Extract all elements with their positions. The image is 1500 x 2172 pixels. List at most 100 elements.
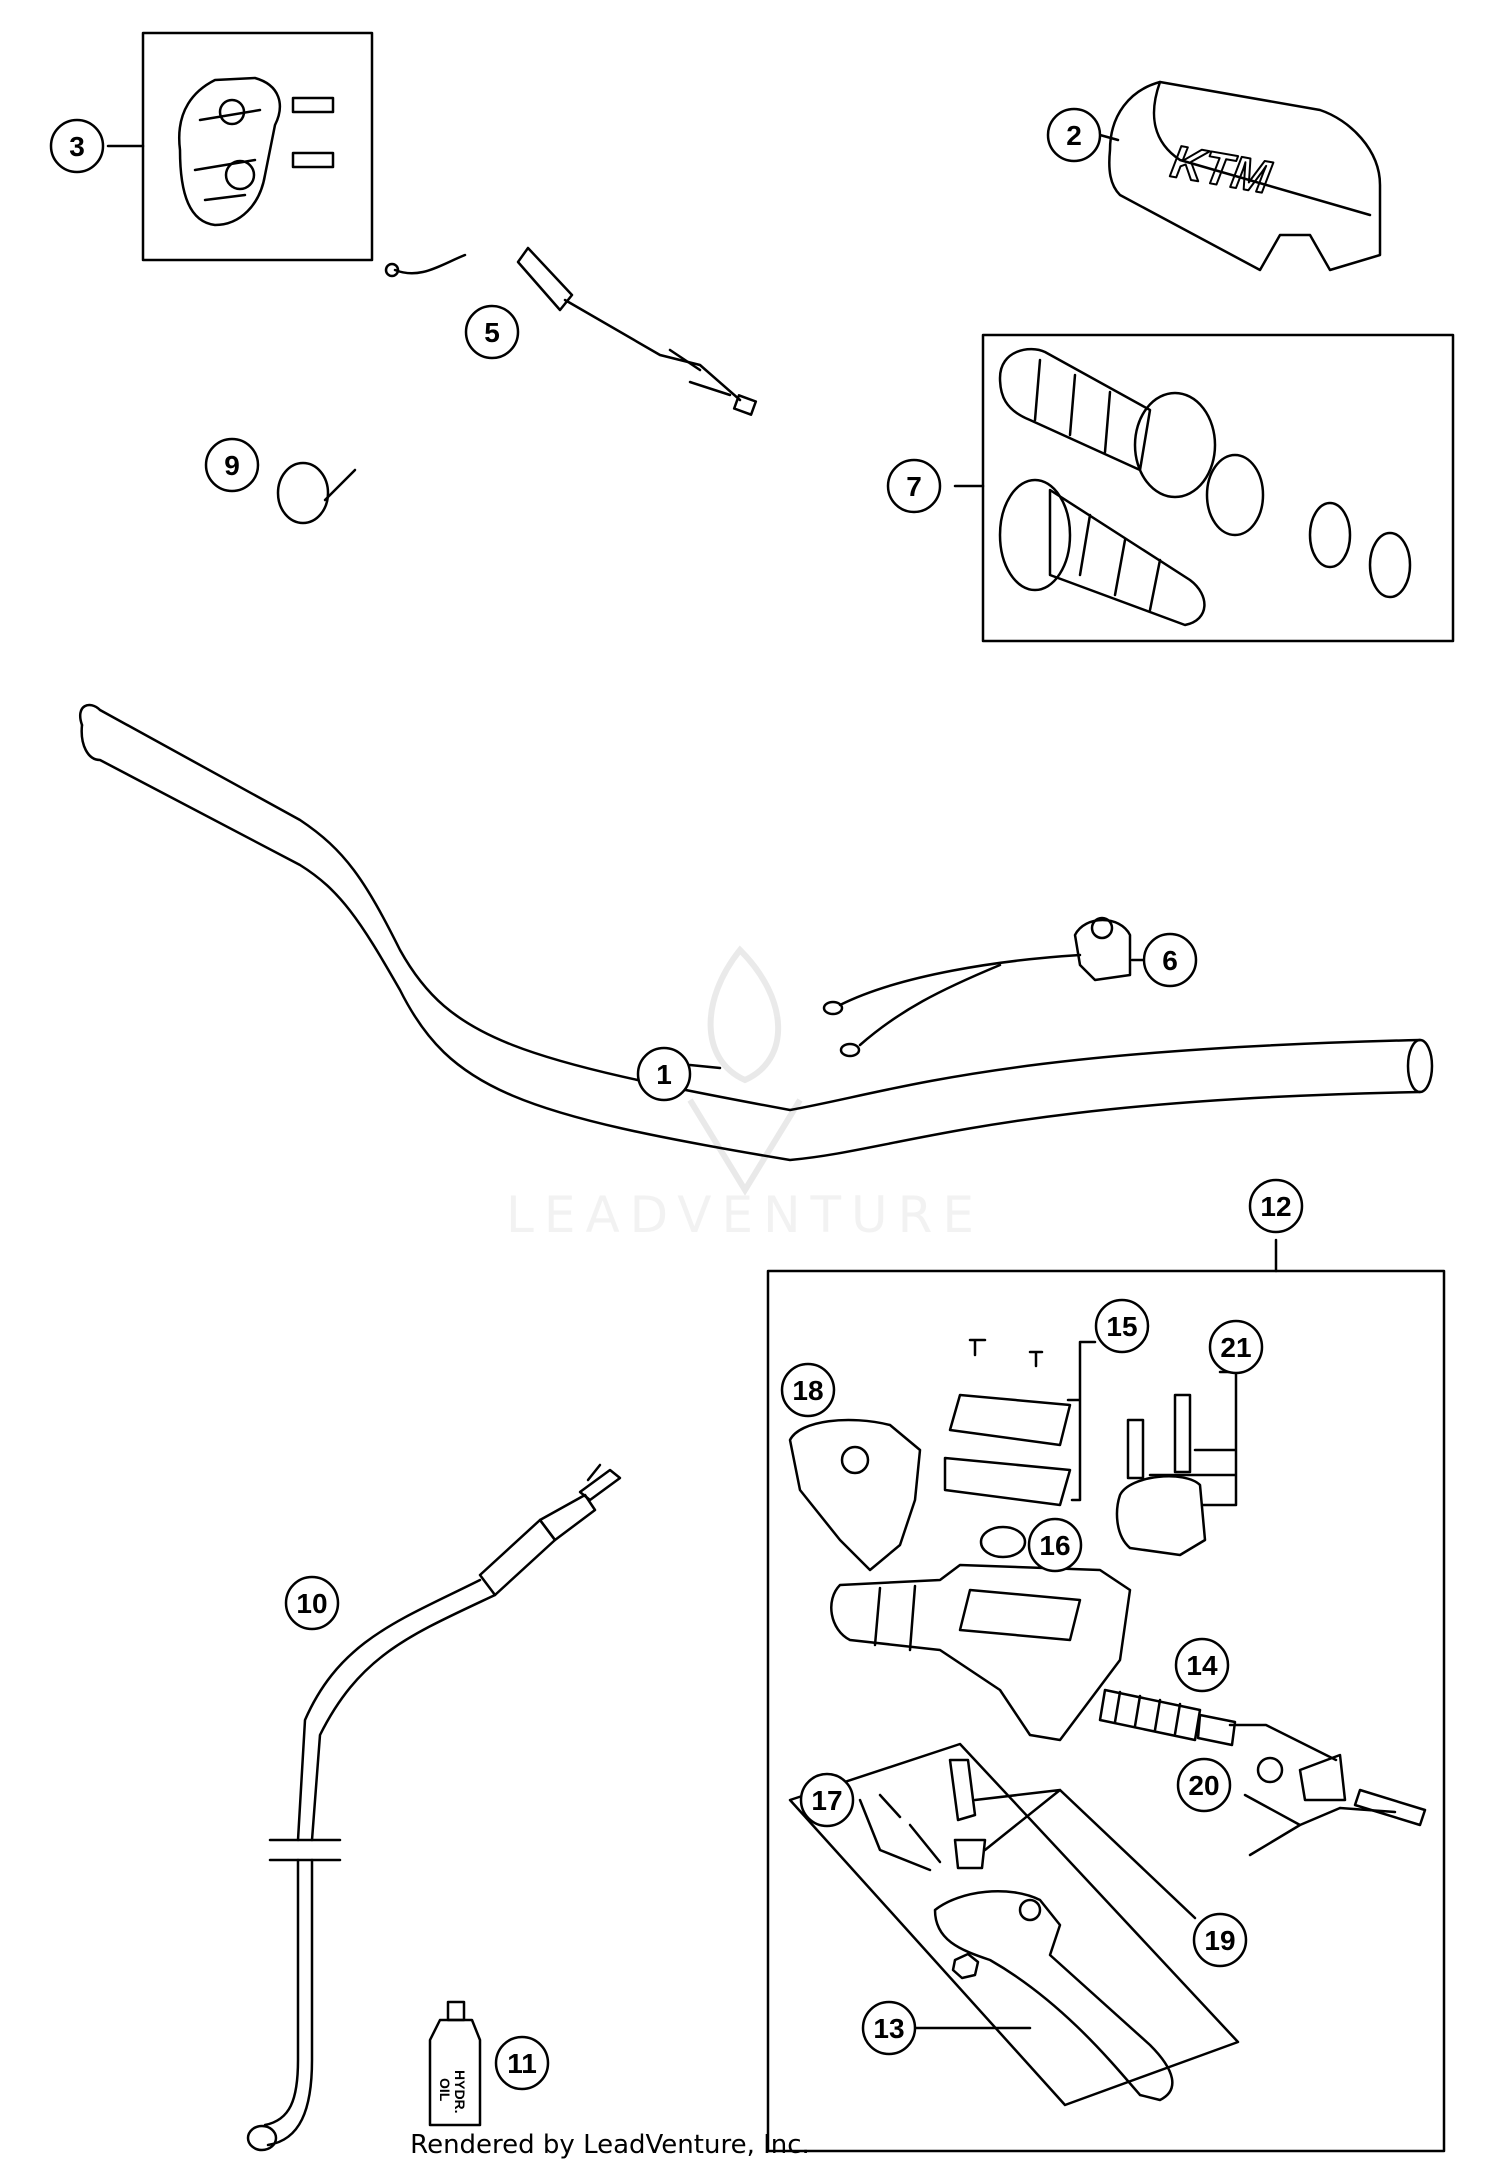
clamp-bolt	[1173, 1393, 1192, 1474]
callout-label: 1	[656, 1059, 672, 1090]
throttle-housing-port	[224, 159, 256, 191]
callout-6: 6	[1142, 932, 1198, 988]
master-cylinder-detail	[873, 1584, 1082, 1652]
spring-coils	[1113, 1690, 1182, 1736]
lever-adjuster	[1018, 1898, 1042, 1922]
hose-boot	[478, 1518, 557, 1597]
handlebar-end	[1406, 1038, 1434, 1094]
throttle-housing-body	[177, 76, 282, 227]
kill-switch-button	[1090, 916, 1114, 940]
grip-set-frame	[981, 333, 1455, 643]
handlebar-clamp	[1115, 1475, 1207, 1557]
callout-circle	[494, 2035, 550, 2091]
adjuster-pin	[878, 1793, 902, 1819]
part-kill-switch	[822, 916, 1147, 1058]
callout-circle	[799, 1772, 855, 1828]
leader-line	[1098, 133, 1120, 142]
callout-circle	[861, 2000, 917, 2056]
callout-circle	[204, 437, 260, 493]
watermark: LEADVENTURE	[506, 945, 984, 1244]
lever-nut	[951, 1952, 980, 1980]
callout-label: 16	[1039, 1530, 1070, 1561]
grip-lower	[1048, 488, 1206, 627]
callout-label: 5	[484, 317, 500, 348]
leader-line	[688, 1063, 722, 1070]
callout-11: 11	[494, 2035, 550, 2091]
pushrod	[1353, 1788, 1427, 1827]
callout-7: 7	[886, 458, 942, 514]
handlebar-bottom-edge	[80, 723, 1422, 1162]
cable-end-wire	[393, 253, 467, 275]
part-throttle-cable	[384, 246, 758, 416]
grip-upper-flange	[1133, 391, 1217, 499]
callout-label: 10	[296, 1588, 327, 1619]
callout-circle	[464, 304, 520, 360]
kill-switch-terminal-b	[839, 1042, 861, 1058]
callout-circle	[1208, 1319, 1264, 1375]
callout-18: 18	[780, 1362, 836, 1418]
callout-label: 3	[69, 131, 85, 162]
cable-adjuster	[668, 348, 732, 397]
callout-circle	[1192, 1912, 1248, 1968]
callout-label: 19	[1204, 1925, 1235, 1956]
bar-pad-edge	[1152, 80, 1372, 217]
callout-19: 19	[1192, 1912, 1248, 1968]
clutch-lever	[933, 1890, 1174, 2102]
callout-circle	[1248, 1178, 1304, 1234]
watermark-text: LEADVENTURE	[506, 1186, 984, 1244]
bar-pad-body	[1108, 80, 1382, 272]
grip-upper	[998, 347, 1152, 472]
cam-ring	[1205, 453, 1265, 537]
piston-spring	[1098, 1688, 1202, 1742]
callout-label: 11	[507, 2048, 537, 2079]
leader-line	[1066, 1340, 1097, 1502]
callout-circle	[49, 118, 105, 174]
lock-ring-a	[1308, 501, 1352, 569]
watermark-flame-icon	[707, 945, 782, 1084]
kill-switch-wire-a	[838, 953, 1082, 1007]
callout-circle	[1094, 1298, 1150, 1354]
callout-label: 12	[1260, 1191, 1291, 1222]
callout-label: 13	[873, 2013, 904, 2044]
leader-line	[858, 1798, 932, 1872]
callout-15: 15	[1094, 1298, 1150, 1354]
callout-label: 18	[792, 1375, 823, 1406]
leader-line	[1228, 1723, 1338, 1762]
assembly-frame	[766, 1269, 1446, 2153]
kill-switch-body	[1073, 918, 1132, 982]
callout-5: 5	[464, 304, 520, 360]
leader-line	[973, 1788, 1197, 1920]
callout-12: 12	[1248, 1178, 1304, 1234]
clamp-cover	[788, 1418, 922, 1572]
hose-line-c	[263, 1858, 300, 2127]
callout-9: 9	[204, 437, 260, 493]
cable-tie-tail	[323, 468, 357, 502]
lever-subframe	[788, 1742, 1240, 2107]
bolt-upper	[291, 96, 335, 114]
callout-21: 21	[1208, 1319, 1264, 1375]
hose-break-mark	[268, 1838, 342, 1862]
hose-ferrule	[538, 1493, 597, 1542]
callout-label: 9	[224, 450, 240, 481]
throttle-housing-port	[218, 98, 246, 126]
callout-label: 17	[811, 1785, 842, 1816]
callout-label: 15	[1106, 1311, 1137, 1342]
reservoir-cap	[979, 1525, 1027, 1559]
hose-line-a	[296, 1578, 482, 1842]
watermark-v-icon	[687, 1098, 803, 1196]
circlip	[1256, 1756, 1284, 1784]
oil-bottle-label-2: OIL	[437, 2078, 453, 2102]
cable-tie-loop	[276, 461, 330, 525]
hose-line-d	[266, 1858, 314, 2147]
hose-line-b	[310, 1593, 497, 1842]
cable-end-fitting	[384, 262, 400, 278]
leader-line	[1148, 1370, 1238, 1507]
callout-circle	[284, 1575, 340, 1631]
bar-pad-logo: KTM	[1167, 135, 1276, 204]
part-cable-tie	[276, 461, 357, 525]
callout-circle	[1027, 1517, 1083, 1573]
callout-circle	[1176, 1757, 1232, 1813]
oil-bottle-label-1: HYDR.	[452, 2070, 468, 2114]
grip-lower-flange	[998, 478, 1072, 592]
